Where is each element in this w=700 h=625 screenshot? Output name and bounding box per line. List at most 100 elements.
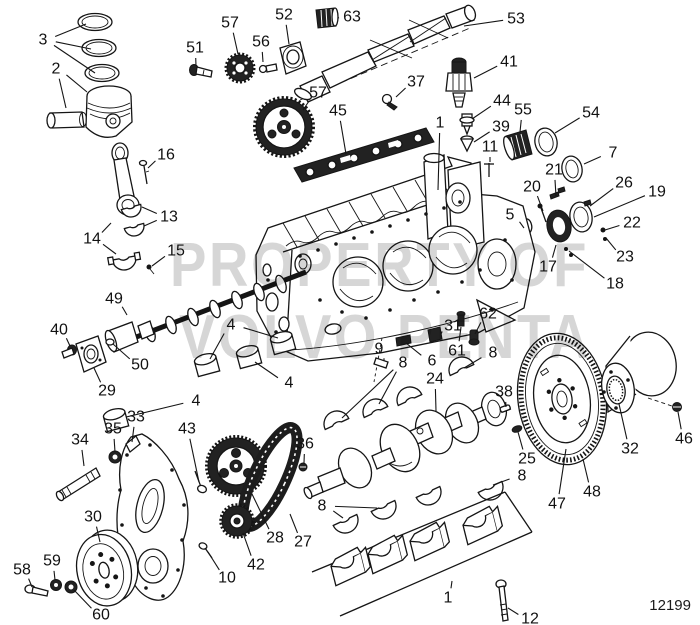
timing-bolts xyxy=(194,462,308,559)
coupler xyxy=(601,331,682,414)
crankshaft xyxy=(303,391,508,500)
engine-block xyxy=(255,152,536,383)
callout-61: 61 xyxy=(448,343,466,360)
seal-7 xyxy=(561,155,583,183)
leader-line xyxy=(582,458,590,483)
cam-thrust-plate xyxy=(61,335,115,373)
pan-rail-hardware xyxy=(373,311,480,369)
callout-48: 48 xyxy=(583,484,601,501)
callout-7: 7 xyxy=(609,145,618,162)
leader-line xyxy=(593,195,646,218)
callout-45: 45 xyxy=(329,103,347,120)
callout-2: 2 xyxy=(52,61,61,78)
leader-line xyxy=(492,478,510,486)
callout-62: 62 xyxy=(479,306,497,323)
leader-line xyxy=(65,338,71,347)
leader-line xyxy=(81,449,85,467)
leader-line xyxy=(519,221,525,229)
rod-cap xyxy=(106,251,142,271)
callout-22: 22 xyxy=(623,215,641,232)
callout-55: 55 xyxy=(514,102,532,119)
balance-shaft-gear xyxy=(224,52,256,84)
leader-line xyxy=(339,120,347,155)
callout-4: 4 xyxy=(227,317,236,334)
callout-49: 49 xyxy=(105,291,123,308)
leader-line xyxy=(458,326,462,342)
callout-43: 43 xyxy=(178,421,196,438)
leader-line xyxy=(332,510,344,519)
leader-line xyxy=(102,243,117,255)
callout-58: 58 xyxy=(13,562,31,579)
callout-4: 4 xyxy=(285,375,294,392)
callout-40: 40 xyxy=(50,322,68,339)
gear-bolt xyxy=(258,63,278,74)
leader-line xyxy=(125,402,184,418)
leader-line xyxy=(131,426,135,443)
callout-57: 57 xyxy=(221,15,239,32)
leader-line xyxy=(471,105,492,120)
callout-8: 8 xyxy=(489,345,498,362)
main-bearing-shells-upper xyxy=(323,356,475,431)
leader-line xyxy=(677,411,682,430)
callout-54: 54 xyxy=(582,105,600,122)
callout-6: 6 xyxy=(428,353,437,370)
callout-13: 13 xyxy=(160,209,178,226)
leader-line xyxy=(242,532,252,556)
callout-17: 17 xyxy=(539,259,557,276)
leader-line xyxy=(207,551,220,571)
leader-line xyxy=(73,589,92,609)
balance-shaft xyxy=(293,4,477,103)
leader-line xyxy=(189,438,200,483)
callout-44: 44 xyxy=(493,93,511,110)
fitting-44 xyxy=(459,113,475,136)
callout-24: 24 xyxy=(426,371,444,388)
figure-number: 12199 xyxy=(649,597,691,614)
callout-39: 39 xyxy=(492,119,510,136)
leader-line xyxy=(93,367,102,383)
leader-line xyxy=(434,388,437,412)
leader-line xyxy=(450,580,453,589)
callout-18: 18 xyxy=(606,276,624,293)
leader-line xyxy=(554,179,557,197)
leader-line xyxy=(261,51,264,63)
callout-38: 38 xyxy=(495,384,513,401)
leader-line xyxy=(55,41,92,50)
leader-line xyxy=(395,87,406,98)
leader-line xyxy=(285,24,290,45)
leader-line xyxy=(112,343,131,360)
callout-14: 14 xyxy=(83,231,101,248)
callout-5: 5 xyxy=(506,207,515,224)
leader-line xyxy=(558,448,567,495)
leader-line xyxy=(474,322,482,335)
leader-line xyxy=(440,331,443,335)
leader-line xyxy=(113,438,116,453)
callout-50: 50 xyxy=(131,357,149,374)
callout-60: 60 xyxy=(92,607,110,624)
leader-line xyxy=(554,117,580,134)
callout-57: 57 xyxy=(309,85,327,102)
callout-42: 42 xyxy=(247,557,265,574)
callout-32: 32 xyxy=(621,441,639,458)
leader-line xyxy=(568,250,605,279)
leader-line xyxy=(463,357,482,369)
leader-line xyxy=(53,44,96,74)
camshaft xyxy=(104,269,307,353)
leader-line xyxy=(302,100,310,111)
callout-52: 52 xyxy=(275,7,293,24)
pilot-bearing-55 xyxy=(503,129,533,161)
callout-53: 53 xyxy=(507,11,525,28)
piston xyxy=(46,85,133,138)
leader-line xyxy=(507,607,519,615)
leader-line xyxy=(473,131,490,143)
leader-line xyxy=(66,74,88,93)
callout-28: 28 xyxy=(266,530,284,547)
leader-line xyxy=(121,306,128,316)
thrust-bolt xyxy=(189,64,213,78)
leader-line xyxy=(143,219,157,227)
callout-8: 8 xyxy=(318,498,327,515)
leader-line xyxy=(254,361,279,379)
